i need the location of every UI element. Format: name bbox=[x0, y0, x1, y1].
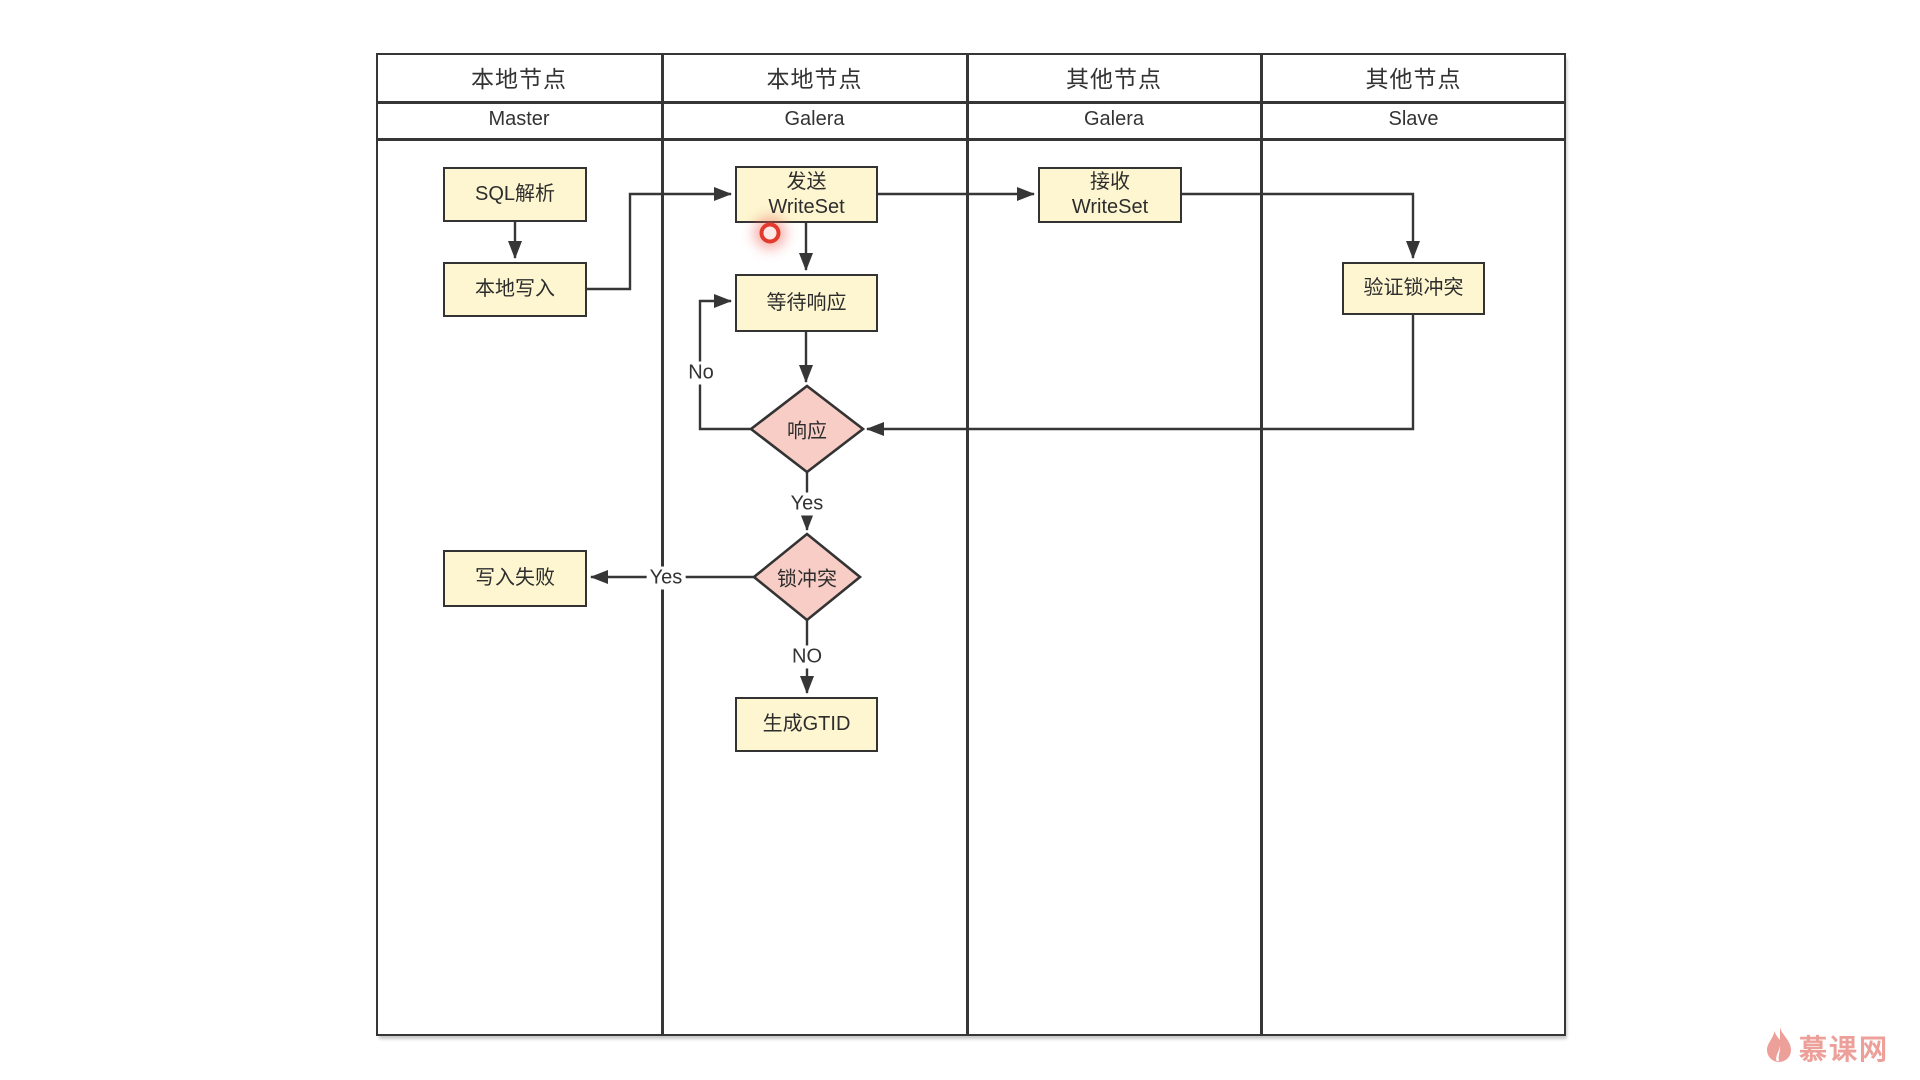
swimlane-frame bbox=[376, 53, 1566, 1036]
lane-4-group-label: 其他节点 bbox=[1365, 66, 1462, 92]
lane-divider-1 bbox=[661, 53, 664, 1036]
lock-conflict-label: 锁冲突 bbox=[777, 568, 837, 591]
lane-2-name-label: Galera bbox=[784, 108, 845, 130]
header-divider-1 bbox=[376, 101, 1566, 104]
send-writeset-node: 发送 WriteSet bbox=[735, 166, 878, 223]
lane-3-name-label: Galera bbox=[1083, 108, 1145, 130]
lane-2-group-label: 本地节点 bbox=[766, 66, 863, 92]
lane-4-name-label: Slave bbox=[1388, 108, 1439, 130]
lane-1-name-label: Master bbox=[488, 108, 550, 130]
wait-response-node: 等待响应 bbox=[735, 274, 878, 332]
lane-divider-2 bbox=[966, 53, 969, 1036]
label-no-lock: NO bbox=[789, 645, 825, 669]
lane-1-group-label: 本地节点 bbox=[471, 66, 567, 92]
response-label: 响应 bbox=[787, 420, 827, 443]
lane-divider-3 bbox=[1260, 53, 1263, 1036]
gen-gtid-node: 生成GTID bbox=[735, 697, 878, 752]
label-yes-lock: Yes bbox=[646, 566, 686, 590]
laser-pointer-dot bbox=[759, 222, 781, 244]
label-no: No bbox=[685, 361, 717, 385]
watermark-brand: 慕课网 bbox=[1799, 1034, 1890, 1065]
label-yes-response: Yes bbox=[787, 492, 827, 516]
verify-lock-conflict-node: 验证锁冲突 bbox=[1342, 262, 1485, 315]
sql-parse-node: SQL解析 bbox=[443, 167, 587, 222]
recv-writeset-node: 接收 WriteSet bbox=[1038, 167, 1182, 223]
header-divider-2 bbox=[376, 138, 1566, 141]
write-fail-node: 写入失败 bbox=[443, 550, 587, 607]
watermark: 慕课网 bbox=[1764, 1026, 1889, 1070]
lane-3-group-label: 其他节点 bbox=[1066, 66, 1162, 92]
local-write-node: 本地写入 bbox=[443, 262, 587, 317]
flame-icon bbox=[1767, 1027, 1791, 1062]
